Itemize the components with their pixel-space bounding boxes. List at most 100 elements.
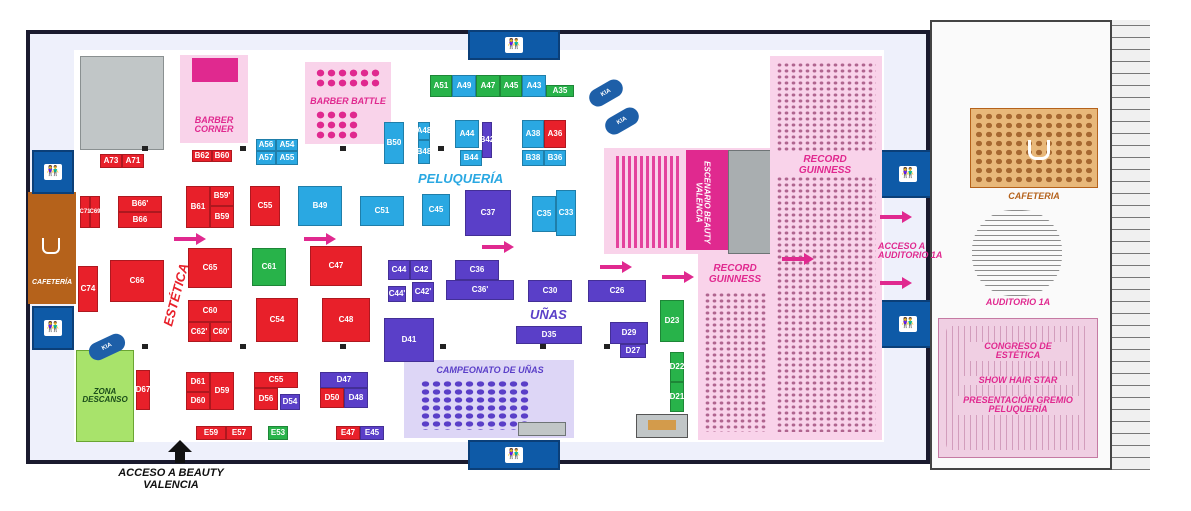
booth-e53[interactable]: E53 (268, 426, 288, 440)
booth-c61[interactable]: C61 (252, 248, 286, 286)
booth-a49[interactable]: A49 (452, 75, 476, 97)
booth-d41[interactable]: D41 (384, 318, 434, 362)
booth-c42[interactable]: C42 (410, 260, 432, 280)
booth-d21[interactable]: D21 (670, 382, 684, 412)
booth-b60[interactable]: B60 (212, 150, 232, 162)
presentacion-label: PRESENTACIÓN GREMIO PELUQUERÍA (956, 395, 1080, 415)
booth-b38[interactable]: B38 (522, 150, 544, 166)
booth-c44[interactable]: C44 (388, 260, 410, 280)
booth-a35[interactable]: A35 (546, 85, 574, 97)
booth-d50[interactable]: D50 (320, 388, 344, 408)
booth-c30[interactable]: C30 (528, 280, 572, 302)
booth-d23[interactable]: D23 (660, 300, 684, 342)
restroom-right-top-icon: 👫 (880, 150, 936, 198)
booth-a45[interactable]: A45 (500, 75, 522, 97)
booth-c51[interactable]: C51 (360, 196, 404, 226)
booth-c55-a[interactable]: C55 (250, 186, 280, 226)
booth-c55-b[interactable]: C55 (254, 372, 298, 388)
booth-c45[interactable]: C45 (422, 194, 450, 226)
booth-c48[interactable]: C48 (322, 298, 370, 342)
pillar (438, 146, 444, 151)
booth-b61[interactable]: B61 (186, 186, 210, 228)
booth-c69[interactable]: C69 (90, 196, 101, 228)
booth-d27[interactable]: D27 (620, 344, 646, 358)
booth-c74[interactable]: C74 (78, 266, 98, 312)
booth-d29[interactable]: D29 (610, 322, 648, 344)
booth-a51[interactable]: A51 (430, 75, 452, 97)
kia-logo: KIA (101, 342, 113, 352)
record-guinness-seating (776, 176, 876, 432)
booth-a71[interactable]: A71 (122, 154, 144, 168)
booth-c42p[interactable]: C42' (412, 282, 434, 302)
flow-arrow-icon (782, 252, 814, 266)
booth-a36[interactable]: A36 (544, 120, 566, 148)
booth-c66[interactable]: C66 (110, 260, 164, 302)
booth-c35[interactable]: C35 (532, 196, 556, 232)
booth-a48[interactable]: A48 (417, 122, 431, 140)
booth-d22[interactable]: D22 (670, 352, 684, 382)
booth-b49[interactable]: B49 (298, 186, 342, 226)
barber-corner-label: BARBER CORNER (194, 115, 234, 135)
booth-c33[interactable]: C33 (556, 190, 576, 236)
booth-a57[interactable]: A57 (256, 151, 276, 165)
booth-d61[interactable]: D61 (186, 372, 210, 392)
restroom-right-bottom-icon: 👫 (880, 300, 936, 348)
booth-c26[interactable]: C26 (588, 280, 646, 302)
booth-a38[interactable]: A38 (522, 120, 544, 148)
booth-b48[interactable]: B48 (417, 140, 431, 164)
flow-arrow-icon (174, 232, 206, 246)
booth-d56[interactable]: D56 (254, 388, 278, 410)
booth-c65[interactable]: C65 (188, 248, 232, 288)
booth-a44[interactable]: A44 (455, 120, 479, 148)
restroom-top-icon: 👫 (468, 30, 560, 60)
booth-e57[interactable]: E57 (226, 426, 252, 440)
booth-c54[interactable]: C54 (256, 298, 298, 342)
barber-battle-seats-lower (315, 110, 359, 140)
booth-b62[interactable]: B62 (192, 150, 212, 162)
record-guinness-seating-2 (704, 292, 766, 432)
booth-d60[interactable]: D60 (186, 392, 210, 410)
flow-arrow-icon (482, 240, 514, 254)
booth-c60p[interactable]: C60' (210, 322, 232, 342)
booth-d67[interactable]: D67 (136, 370, 150, 410)
booth-c62p[interactable]: C62' (188, 322, 210, 342)
booth-b66p[interactable]: B66' (118, 196, 162, 212)
booth-c60[interactable]: C60 (188, 300, 232, 322)
booth-c44p[interactable]: C44' (388, 286, 406, 302)
booth-d48[interactable]: D48 (344, 388, 368, 408)
booth-d59[interactable]: D59 (210, 372, 234, 410)
booth-c71[interactable]: C71 (80, 196, 91, 228)
booth-a43[interactable]: A43 (522, 75, 546, 97)
barber-battle-label: BARBER BATTLE (310, 96, 386, 106)
booth-b59p[interactable]: B59' (210, 186, 234, 206)
booth-b36[interactable]: B36 (544, 150, 566, 166)
booth-c36p[interactable]: C36' (446, 280, 514, 300)
pillar (340, 146, 346, 151)
booth-e59[interactable]: E59 (196, 426, 226, 440)
booth-b42[interactable]: B42 (480, 122, 494, 158)
booth-d47[interactable]: D47 (320, 372, 368, 388)
rest-zone-label: ZONA DESCANSO (82, 387, 128, 405)
booth-c37[interactable]: C37 (465, 190, 511, 236)
booth-e47[interactable]: E47 (336, 426, 360, 440)
barber-corner-stage (192, 58, 238, 82)
booth-c36[interactable]: C36 (455, 260, 499, 280)
booth-d35[interactable]: D35 (516, 326, 582, 344)
booth-c47[interactable]: C47 (310, 246, 362, 286)
booth-b44[interactable]: B44 (460, 150, 482, 166)
booth-b66[interactable]: B66 (118, 212, 162, 228)
booth-a73[interactable]: A73 (100, 154, 122, 168)
acceso-auditorio-label: ACCESO A AUDITORIO 1A (878, 241, 943, 261)
booth-a55[interactable]: A55 (276, 151, 298, 165)
booth-a47[interactable]: A47 (476, 75, 500, 97)
restroom-left-top-icon: 👫 (32, 150, 74, 194)
booth-e45[interactable]: E45 (360, 426, 384, 440)
booth-a56[interactable]: A56 (256, 139, 276, 151)
booth-b59[interactable]: B59 (210, 206, 234, 228)
booth-b50[interactable]: B50 (384, 122, 404, 164)
pillar (240, 344, 246, 349)
booth-a54[interactable]: A54 (276, 139, 298, 151)
booth-d54[interactable]: D54 (280, 394, 300, 410)
acceso-beauty-label: ACCESO A BEAUTY VALENCIA (118, 467, 224, 491)
pillar (142, 146, 148, 151)
